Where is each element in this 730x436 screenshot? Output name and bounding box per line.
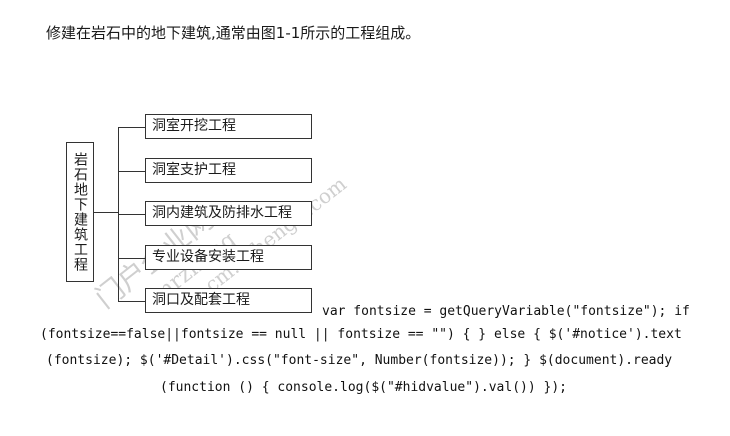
branch-connector-1 xyxy=(118,127,145,128)
code-line: (fontsize); $('#Detail').css("font-size"… xyxy=(46,353,673,368)
branch-connector-2 xyxy=(118,171,145,172)
branch-connector-5 xyxy=(118,301,145,302)
branch-connector-3 xyxy=(118,214,145,215)
watermark-text-3: cm.ozhengw.com xyxy=(200,171,351,297)
branch-excavation: 洞室开挖工程 xyxy=(145,114,312,139)
code-line: (function () { console.log($("#hidvalue"… xyxy=(160,380,567,395)
code-line: var fontsize = getQueryVariable("fontsiz… xyxy=(322,304,690,319)
diagram-root-box: 岩石地下建筑工程 xyxy=(66,142,94,282)
branch-support: 洞室支护工程 xyxy=(145,158,312,183)
diagram-root-label: 岩石地下建筑工程 xyxy=(72,152,88,272)
branch-connector-4 xyxy=(118,258,145,259)
branch-equipment-installation: 专业设备安装工程 xyxy=(145,245,312,270)
code-line: (fontsize==false||fontsize == null || fo… xyxy=(40,327,682,342)
branch-portal: 洞口及配套工程 xyxy=(145,288,312,313)
branch-building-drainage: 洞内建筑及防排水工程 xyxy=(145,201,312,226)
root-connector xyxy=(94,212,118,213)
intro-paragraph: 修建在岩石中的地下建筑,通常由图1-1所示的工程组成。 xyxy=(46,24,421,42)
